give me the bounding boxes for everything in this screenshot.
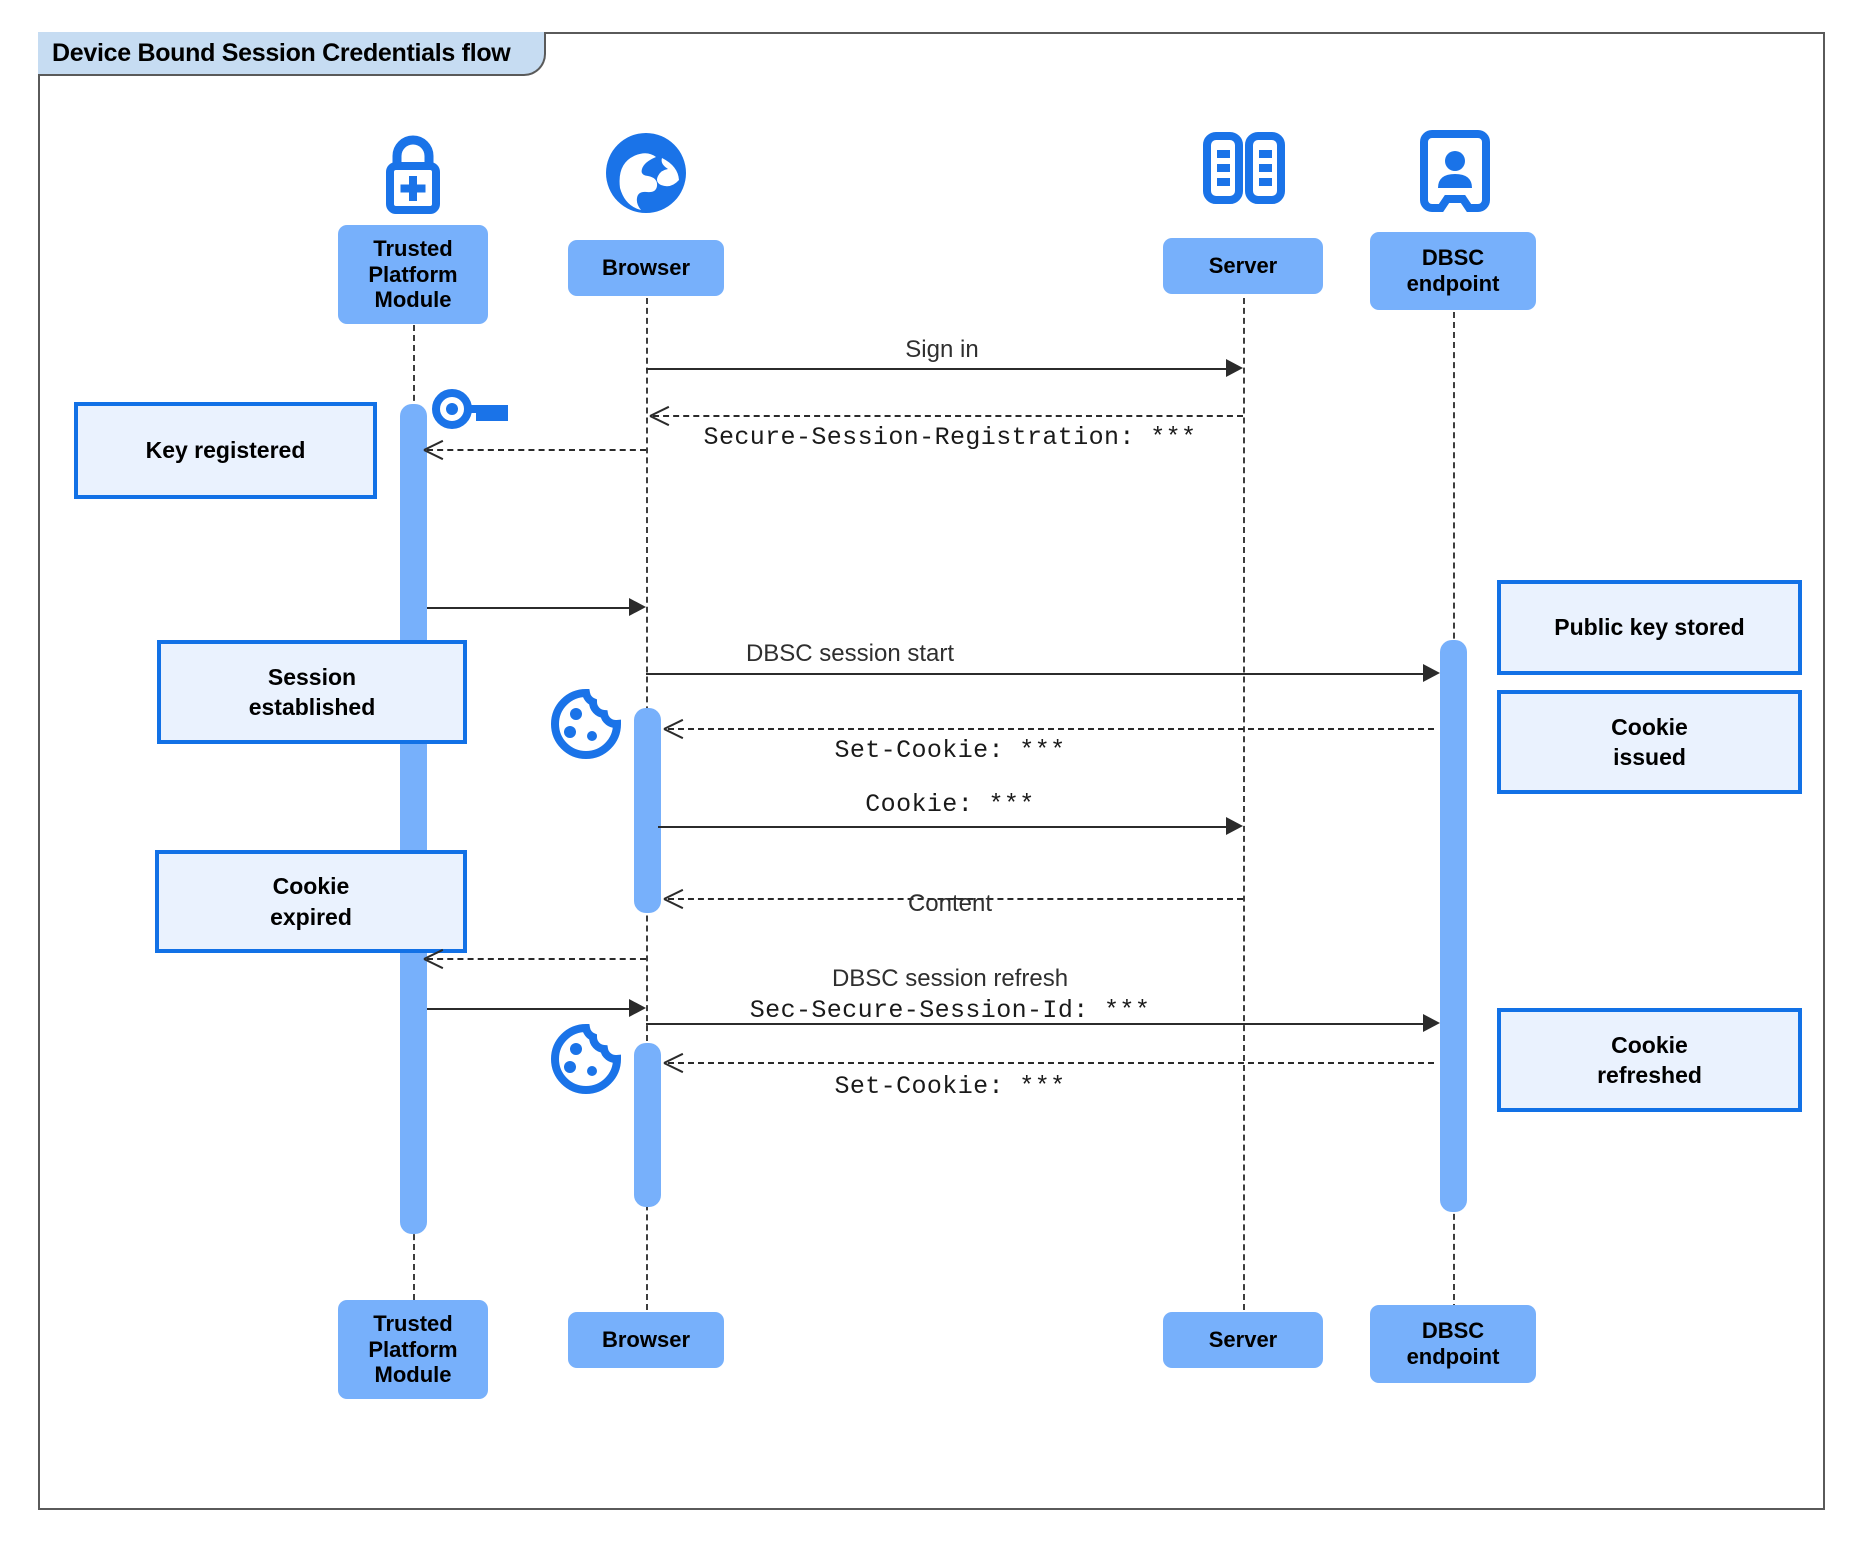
note-cookie-refreshed-l1: Cookie xyxy=(1611,1031,1688,1058)
arrow-browser-to-tpm xyxy=(424,948,444,968)
message-line-dbsc-session-start xyxy=(646,673,1434,675)
note-cookie-issued-l1: Cookie xyxy=(1611,713,1688,740)
participant-tpm-bottom-l3: Module xyxy=(374,1362,452,1388)
cookie-icon xyxy=(548,688,624,760)
arrow-content xyxy=(664,888,684,908)
message-label-sign-in: Sign in xyxy=(905,336,979,363)
arrow-cookie xyxy=(1226,817,1243,835)
participant-dbsc-label-l2: endpoint xyxy=(1406,271,1500,296)
note-key-registered: Key registered xyxy=(74,402,377,499)
message-label-content: Content xyxy=(907,890,993,917)
participant-browser-label: Browser xyxy=(601,255,691,281)
activation-dbsc xyxy=(1440,640,1467,1212)
lifeline-server xyxy=(1243,288,1245,1310)
note-cookie-issued: Cookie issued xyxy=(1497,690,1802,794)
frame-title-tab: Device Bound Session Credentials flow xyxy=(38,32,547,76)
frame-title-text: Device Bound Session Credentials flow xyxy=(52,38,511,67)
message-line-secure-session-registration xyxy=(653,415,1243,417)
note-key-registered-text: Key registered xyxy=(145,437,306,464)
note-cookie-expired-l1: Cookie xyxy=(272,873,350,900)
message-line-cookie xyxy=(658,826,1238,828)
participant-dbsc-bottom[interactable]: DBSC endpoint xyxy=(1370,1305,1536,1383)
participant-server-bottom-label: Server xyxy=(1208,1327,1278,1353)
arrow-dbsc-session-start xyxy=(1423,664,1440,682)
participant-server-label: Server xyxy=(1208,253,1278,279)
note-session-established-l1: Session xyxy=(267,663,357,690)
message-line-browser-to-tpm xyxy=(427,958,646,960)
note-public-key-stored: Public key stored xyxy=(1497,580,1802,675)
message-label-cookie: Cookie: *** xyxy=(865,790,1035,819)
participant-server-bottom[interactable]: Server xyxy=(1163,1312,1323,1368)
message-label-set-cookie-1: Set-Cookie: *** xyxy=(834,736,1066,765)
arrow-tpm-register xyxy=(424,439,444,459)
cookie-icon xyxy=(548,1023,624,1095)
activation-browser-1 xyxy=(634,708,661,913)
participant-tpm-label-l2: Platform xyxy=(368,261,458,287)
message-line-sign-in xyxy=(646,368,1238,370)
arrow-set-cookie-1 xyxy=(664,718,684,738)
participant-server-top[interactable]: Server xyxy=(1163,238,1323,294)
note-cookie-refreshed-l2: refreshed xyxy=(1597,1062,1702,1088)
arrow-tpm-to-browser-refresh xyxy=(629,999,646,1017)
participant-tpm-label-l3: Module xyxy=(374,287,452,313)
participant-dbsc-top[interactable]: DBSC endpoint xyxy=(1370,232,1536,310)
id-badge-icon xyxy=(1420,128,1490,214)
arrow-sign-in xyxy=(1226,359,1243,377)
note-cookie-expired-l2: expired xyxy=(270,903,352,930)
arrow-set-cookie-2 xyxy=(664,1052,684,1072)
note-session-established-l2: established xyxy=(248,694,376,720)
participant-dbsc-bottom-l2: endpoint xyxy=(1406,1344,1500,1369)
message-line-set-cookie-1 xyxy=(668,728,1434,730)
note-cookie-issued-l2: issued xyxy=(1613,744,1686,770)
message-line-tpm-to-browser-refresh xyxy=(427,1008,640,1010)
message-line-tpm-register xyxy=(427,449,646,451)
message-label-secure-session-registration: Secure-Session-Registration: *** xyxy=(703,423,1197,452)
message-label-sec-secure-session-id: Sec-Secure-Session-Id: *** xyxy=(749,996,1151,1025)
server-rack-icon xyxy=(1199,130,1289,214)
participant-browser-bottom-label: Browser xyxy=(601,1327,691,1353)
globe-icon xyxy=(596,128,696,218)
note-public-key-stored-text: Public key stored xyxy=(1554,614,1745,641)
activation-browser-2 xyxy=(634,1043,661,1207)
participant-browser-top[interactable]: Browser xyxy=(568,240,724,296)
message-label-set-cookie-2: Set-Cookie: *** xyxy=(834,1072,1066,1101)
lock-plus-icon xyxy=(371,128,455,218)
participant-dbsc-bottom-l1: DBSC xyxy=(1421,1318,1485,1344)
note-cookie-refreshed: Cookie refreshed xyxy=(1497,1008,1802,1112)
message-line-dbsc-session-refresh xyxy=(646,1023,1434,1025)
arrow-tpm-to-browser-key xyxy=(629,598,646,616)
arrow-secure-session-registration xyxy=(650,405,670,425)
participant-tpm-bottom-l1: Trusted xyxy=(373,1311,453,1337)
message-line-content xyxy=(668,898,1243,900)
participant-dbsc-label-l1: DBSC xyxy=(1421,245,1485,271)
message-line-tpm-to-browser-key xyxy=(427,607,640,609)
participant-tpm-bottom[interactable]: Trusted Platform Module xyxy=(338,1300,488,1399)
note-session-established: Session established xyxy=(157,640,467,744)
participant-browser-bottom[interactable]: Browser xyxy=(568,1312,724,1368)
message-label-dbsc-session-refresh: DBSC session refresh xyxy=(831,965,1069,992)
participant-tpm-top[interactable]: Trusted Platform Module xyxy=(338,225,488,324)
message-label-dbsc-session-start: DBSC session start xyxy=(745,640,955,667)
participant-tpm-label-l1: Trusted xyxy=(373,236,453,262)
arrow-dbsc-session-refresh xyxy=(1423,1014,1440,1032)
message-line-set-cookie-2 xyxy=(668,1062,1434,1064)
participant-tpm-bottom-l2: Platform xyxy=(368,1336,458,1362)
activation-tpm xyxy=(400,404,427,1234)
note-cookie-expired: Cookie expired xyxy=(155,850,467,953)
key-icon xyxy=(430,385,512,433)
